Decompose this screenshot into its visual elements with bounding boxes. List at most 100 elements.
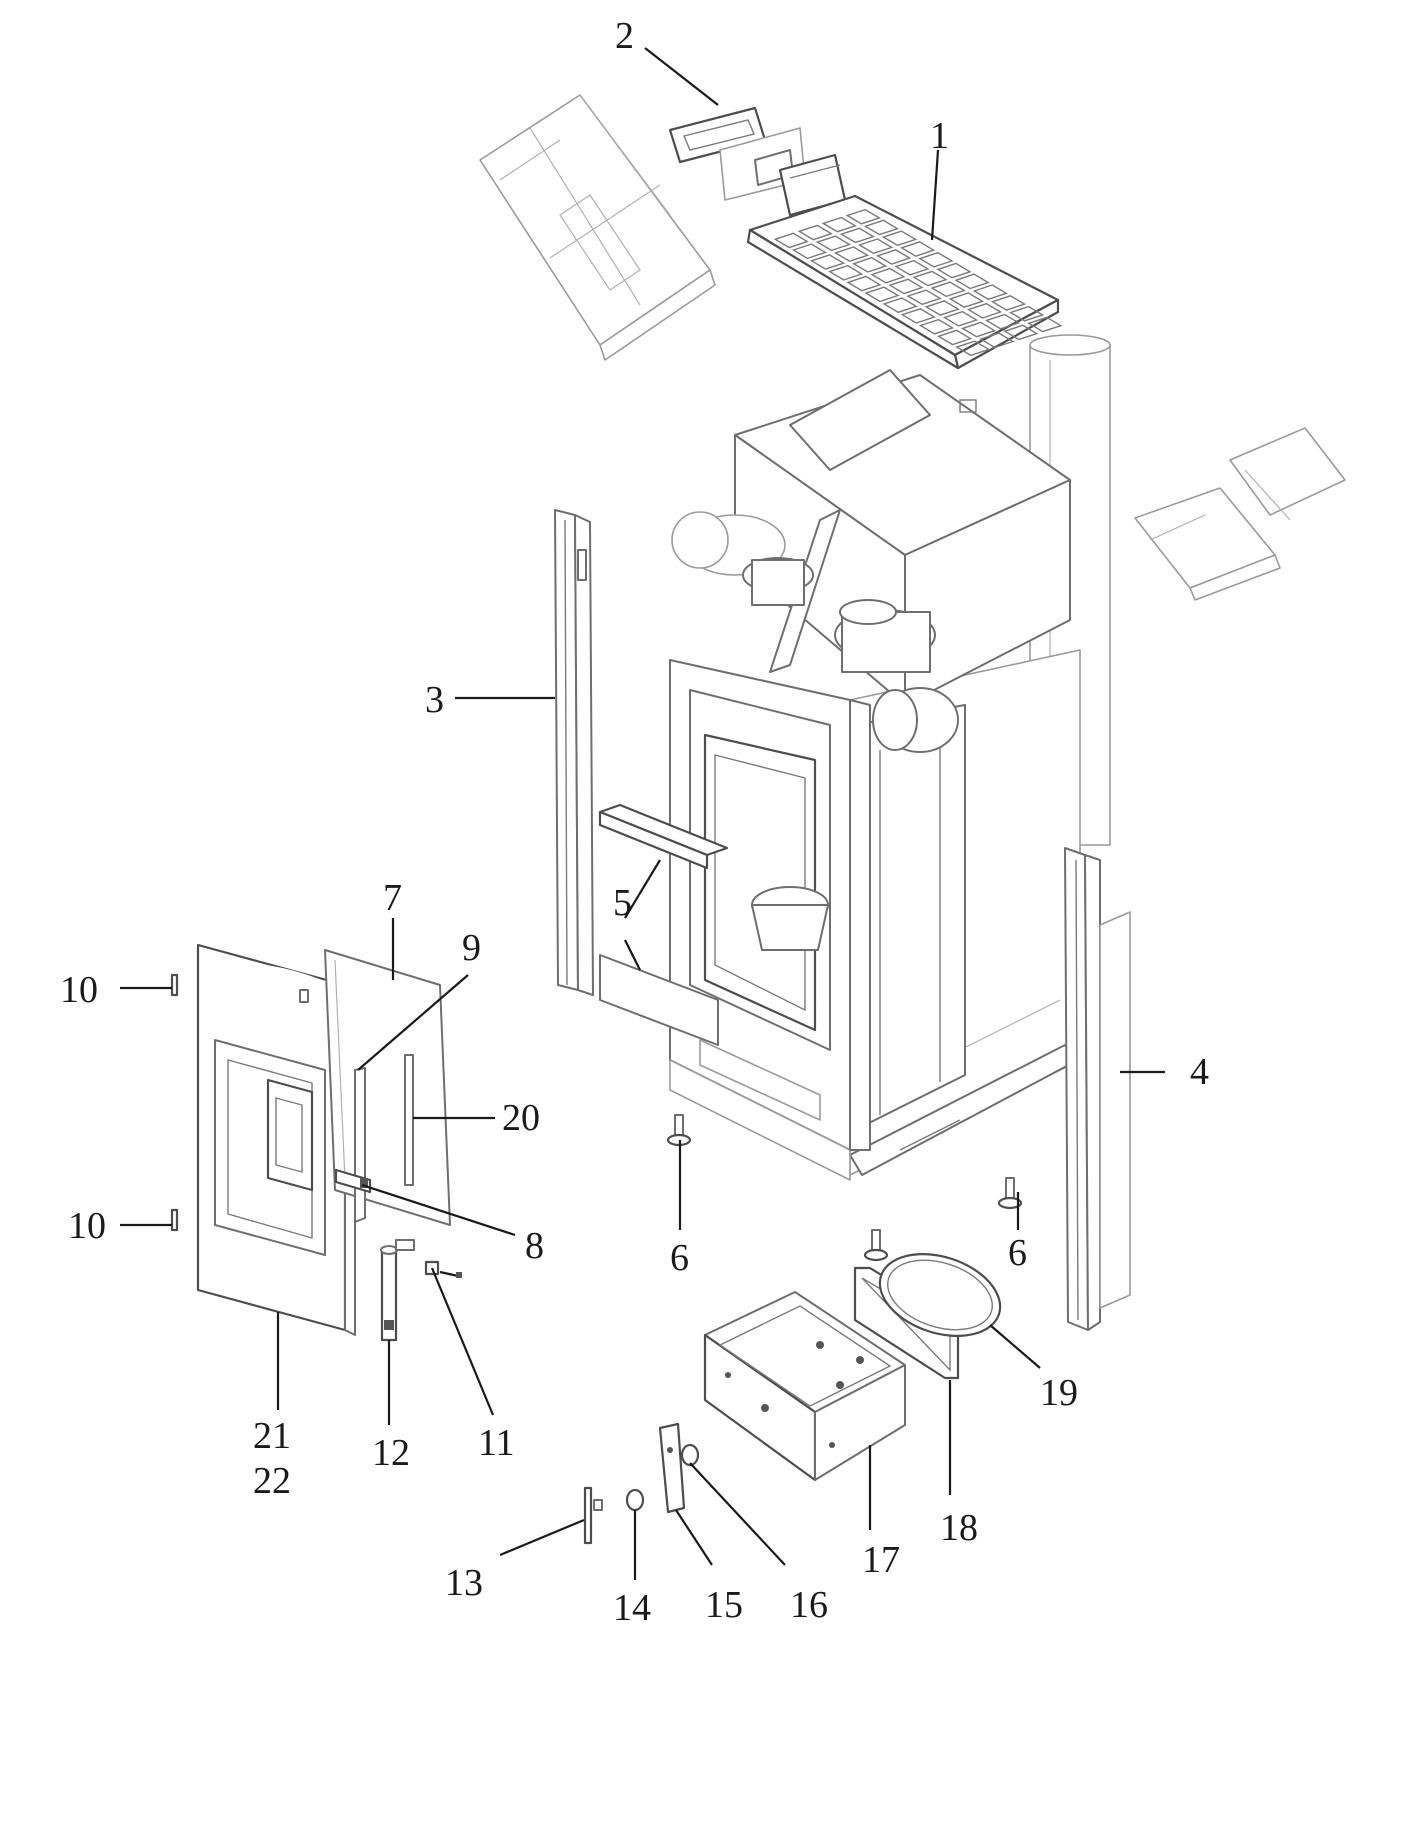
grille-cell xyxy=(1027,316,1063,333)
grille-cell xyxy=(930,281,966,298)
part-12-handle xyxy=(380,1239,415,1342)
foot-right xyxy=(997,1177,1023,1210)
callout-12: 12 xyxy=(372,1432,410,1474)
top-left-roof-panel xyxy=(479,94,716,361)
grille-cell xyxy=(912,270,948,287)
grille-cell xyxy=(918,318,955,335)
grille-cell xyxy=(954,273,990,290)
grille-cell xyxy=(833,246,870,262)
part-2-flue-gasket xyxy=(668,106,847,217)
grille-cell xyxy=(990,295,1027,311)
grille-cell xyxy=(1008,305,1045,322)
grille-cell xyxy=(955,340,991,357)
part-11-screw xyxy=(424,1260,462,1278)
part-8-latch xyxy=(334,1168,372,1194)
grille-cell xyxy=(948,292,984,308)
callout-13: 13 xyxy=(445,1562,483,1604)
callout-20: 20 xyxy=(502,1097,540,1139)
grille-cell xyxy=(882,297,918,314)
door-vent-slat-highlight xyxy=(207,1018,331,1043)
callout-14: 14 xyxy=(613,1587,651,1629)
grille-cell xyxy=(845,208,881,225)
grille-cell xyxy=(857,238,894,255)
callout-6-left: 6 xyxy=(670,1237,689,1279)
callout-8: 8 xyxy=(525,1225,544,1267)
part-21-22-front-door-panel xyxy=(196,943,356,1336)
grille-cell xyxy=(936,329,973,346)
grille-cell xyxy=(942,310,979,327)
grille-cell xyxy=(809,254,846,270)
door-vent-slats xyxy=(207,962,331,1057)
grille-cell xyxy=(1003,324,1039,341)
callout-5: 5 xyxy=(613,882,632,924)
part-9-door-frame-strip xyxy=(354,1067,366,1223)
grille-cell xyxy=(979,332,1015,349)
door-vent-slat-highlight xyxy=(207,1004,331,1029)
callout-16: 16 xyxy=(790,1584,828,1626)
grille-cell xyxy=(815,235,852,252)
burn-pot xyxy=(751,886,829,951)
part-20-glass-gasket xyxy=(404,1054,414,1186)
top-right-roof-panel xyxy=(1134,427,1346,601)
part-1-top-grille xyxy=(746,194,1063,370)
grille-cell xyxy=(900,241,936,257)
part-17-ash-drawer xyxy=(703,1291,906,1482)
callout-11: 11 xyxy=(478,1422,515,1464)
part-16-nut xyxy=(680,1443,700,1467)
callout-3: 3 xyxy=(425,679,444,721)
door-vent-slat-highlight xyxy=(207,976,331,1001)
callout-9: 9 xyxy=(462,927,481,969)
grille-cell xyxy=(984,313,1021,330)
callout-4: 4 xyxy=(1190,1051,1209,1093)
callout-17: 17 xyxy=(862,1539,900,1581)
grille-cell xyxy=(936,262,972,279)
part-3-left-side-strip xyxy=(554,509,594,996)
grille-cell xyxy=(881,230,918,247)
grille-cell xyxy=(864,286,900,303)
part-10-hinge-pins xyxy=(170,973,179,1232)
door-vent-slat-highlight xyxy=(207,962,331,987)
grille-cell xyxy=(791,243,828,260)
grille-cell xyxy=(894,259,930,276)
foot-center xyxy=(863,1229,889,1262)
grille-cell xyxy=(888,278,924,295)
callout-15: 15 xyxy=(705,1584,743,1626)
callout-18: 18 xyxy=(940,1507,978,1549)
callout-22: 22 xyxy=(253,1460,291,1502)
grille-cell xyxy=(870,267,906,284)
callout-7: 7 xyxy=(383,877,402,919)
callout-6-right: 6 xyxy=(1008,1232,1027,1274)
grille-cell xyxy=(863,219,900,236)
grille-cell xyxy=(918,251,954,268)
fan-housing-left xyxy=(671,511,814,606)
part-4-right-side-strip xyxy=(1064,847,1131,1331)
part-5-brackets xyxy=(598,803,729,1046)
leader-lines xyxy=(120,47,1165,1580)
part-1-grille-cells xyxy=(773,208,1063,357)
grille-cell xyxy=(839,227,876,244)
part-14-washer xyxy=(625,1488,645,1512)
grille-cell xyxy=(900,308,936,324)
grille-cell xyxy=(797,224,833,241)
callout-10-bottom: 10 xyxy=(68,1205,106,1247)
callout-21: 21 xyxy=(253,1415,291,1457)
grille-cell xyxy=(876,249,912,265)
door-vent-slat-highlight xyxy=(207,1032,331,1057)
callout-2: 2 xyxy=(615,15,634,57)
door-vent-slat-highlight xyxy=(207,990,331,1015)
callout-19: 19 xyxy=(1040,1372,1078,1414)
grille-cell xyxy=(924,300,960,316)
part-15-bracket xyxy=(658,1422,686,1514)
grille-cell xyxy=(852,256,888,273)
callout-labels: 1 2 3 4 5 6 6 7 8 9 10 10 11 12 13 14 15… xyxy=(60,15,1209,1629)
grille-cell xyxy=(906,289,942,306)
part-19-o-ring xyxy=(878,1252,1002,1338)
stove-body xyxy=(669,369,1081,1181)
grille-cell xyxy=(846,275,882,292)
part-13-pin xyxy=(583,1486,603,1545)
grille-cell xyxy=(821,216,857,233)
grille-cell xyxy=(966,302,1003,319)
callout-1: 1 xyxy=(930,115,949,157)
